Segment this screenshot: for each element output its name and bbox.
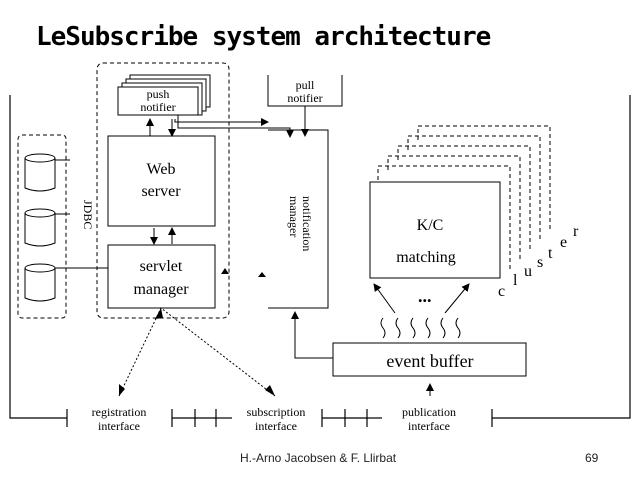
notification-manager-box (268, 129, 329, 309)
cluster-letter: l (513, 272, 518, 289)
database-icon (24, 263, 108, 302)
database-icon (24, 208, 70, 247)
notification-manager-label: notification (300, 196, 314, 251)
interface-bar (66, 409, 493, 427)
subscription-interface-label: interface (255, 419, 297, 433)
publication-interface-label: publication (402, 405, 456, 419)
kc-matching-label: K/C (417, 217, 444, 234)
registration-interface-label: registration (92, 405, 147, 419)
arrowhead (155, 308, 163, 319)
cluster-frame (417, 125, 551, 232)
web-server-label: server (141, 183, 181, 200)
cluster-frame (407, 135, 541, 242)
web-server-label: Web (147, 161, 176, 178)
servlet-manager-label: manager (133, 281, 189, 298)
arrow (444, 283, 470, 314)
web-server-box (107, 135, 216, 227)
ellipsis-label: ... (418, 286, 432, 306)
cluster-letter: c (498, 283, 505, 300)
servlet-manager-box (107, 244, 216, 309)
cluster-letter: u (524, 263, 532, 280)
page-number: 69 (585, 451, 599, 465)
subscription-interface-label: subscription (247, 405, 306, 419)
registration-interface-label: interface (98, 419, 140, 433)
pull-notifier-label: notifier (287, 91, 322, 105)
connector (174, 118, 269, 126)
arrowhead (258, 272, 266, 277)
database-group (17, 134, 67, 319)
arrowhead (221, 268, 229, 274)
connector (177, 115, 294, 138)
cluster-letter: t (548, 245, 553, 262)
publication-interface-label: interface (408, 419, 450, 433)
arrowhead (265, 385, 275, 396)
kc-matching-box (369, 181, 501, 279)
arrowhead (119, 384, 125, 396)
event-buffer-box (332, 342, 527, 377)
cluster-frame (397, 145, 531, 252)
slide-title: LeSubscribe system architecture (36, 22, 491, 52)
connector (291, 311, 333, 359)
notification-manager-label: manager (287, 196, 301, 237)
footer-author: H.-Arno Jacobsen & F. Llirbat (240, 451, 397, 465)
event-buffer-label: event buffer (386, 351, 473, 371)
jdbc-label: JDBC (81, 200, 95, 229)
event-flow-squiggles (380, 317, 461, 339)
dotted-connector (118, 307, 276, 397)
database-icon (24, 153, 70, 192)
cluster-letter: e (560, 234, 567, 251)
push-notifier-label: push (147, 87, 170, 101)
arrow (373, 283, 396, 314)
cluster-frame (377, 165, 511, 272)
cluster-letter: r (573, 223, 579, 240)
cluster-letter: s (537, 254, 543, 271)
pull-notifier-label: pull (296, 78, 315, 92)
push-notifier-box (117, 86, 199, 116)
kc-matching-label: matching (396, 249, 456, 266)
push-notifier-label: notifier (140, 100, 175, 114)
cluster-frame (387, 155, 521, 262)
servlet-manager-label: servlet (140, 258, 183, 275)
